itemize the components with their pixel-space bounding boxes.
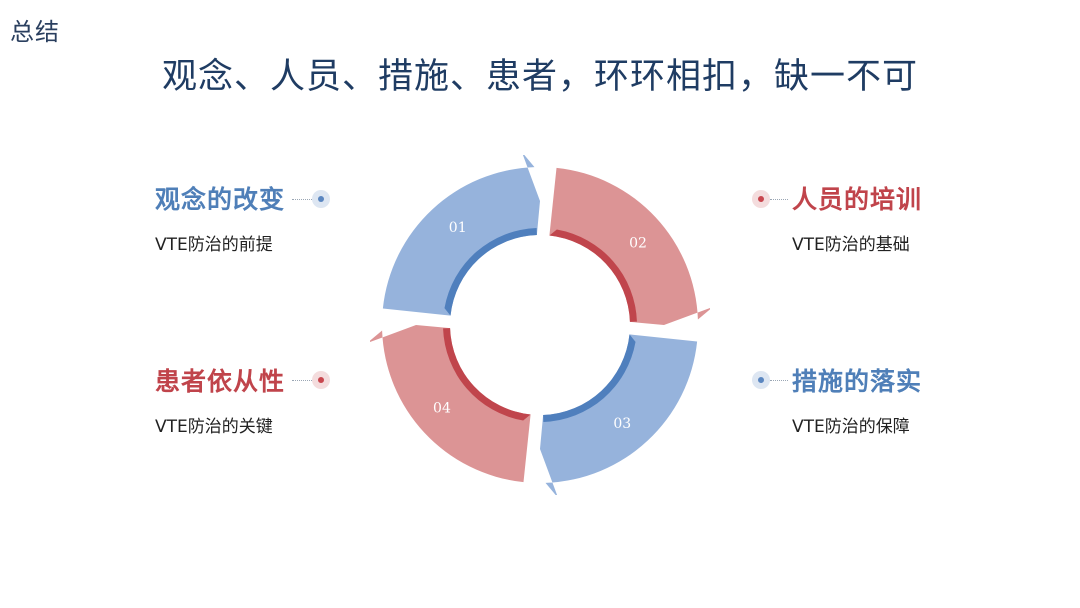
- cycle-number-label: 04: [433, 400, 451, 416]
- cycle-number-label: 03: [613, 416, 631, 432]
- connector-line: [770, 380, 788, 381]
- item-compliance-subtitle: VTE防治的关键: [155, 417, 273, 437]
- marker-dot: [312, 371, 330, 389]
- cycle-diagram: 01 02 03 04: [370, 155, 710, 495]
- item-training-subtitle: VTE防治的基础: [792, 235, 910, 255]
- corner-title: 总结: [10, 18, 60, 46]
- connector-line: [292, 380, 312, 381]
- cycle-segment-02: [549, 167, 710, 325]
- cycle-segment-01: [382, 155, 540, 316]
- cycle-segment-04: [370, 325, 531, 483]
- main-title: 观念、人员、措施、患者，环环相扣，缺一不可: [161, 57, 918, 97]
- cycle-segment-edge: [444, 228, 537, 316]
- item-training: 人员的培训 VTE防治的基础: [792, 180, 922, 255]
- cycle-segment-03: [540, 334, 698, 495]
- item-measures-subtitle: VTE防治的保障: [792, 417, 910, 437]
- item-concept-subtitle: VTE防治的前提: [155, 235, 273, 255]
- cycle-segment-edge: [549, 229, 637, 322]
- cycle-number-label: 01: [449, 220, 467, 236]
- item-compliance: 患者依从性 VTE防治的关键: [155, 362, 285, 437]
- cycle-segment-edge: [443, 328, 531, 421]
- item-concept-title: 观念的改变: [155, 185, 286, 214]
- item-compliance-title: 患者依从性: [155, 367, 286, 396]
- item-training-title: 人员的培训: [792, 185, 923, 214]
- marker-dot: [312, 190, 330, 208]
- cycle-number-label: 02: [629, 236, 647, 252]
- marker-dot: [752, 371, 770, 389]
- item-concept: 观念的改变 VTE防治的前提: [155, 180, 285, 255]
- connector-line: [770, 199, 788, 200]
- item-measures-title: 措施的落实: [792, 367, 923, 396]
- item-measures: 措施的落实 VTE防治的保障: [792, 362, 922, 437]
- connector-line: [292, 199, 312, 200]
- marker-dot: [752, 190, 770, 208]
- cycle-segment-edge: [543, 334, 636, 422]
